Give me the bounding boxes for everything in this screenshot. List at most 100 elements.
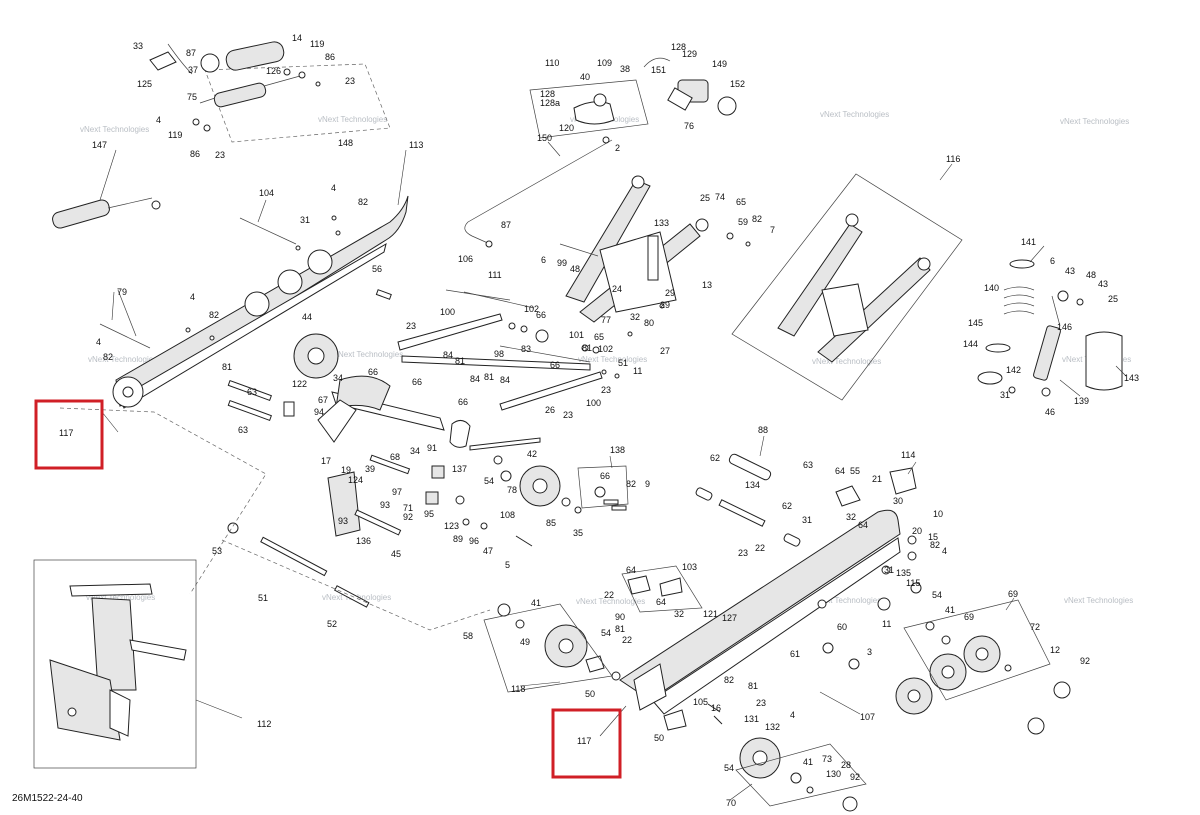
part-label[interactable]: 102 [524, 304, 539, 314]
part-label[interactable]: 4 [331, 183, 336, 193]
part-label[interactable]: 114 [901, 450, 915, 460]
part-label[interactable]: 110 [545, 58, 559, 68]
part-label[interactable]: 142 [1006, 365, 1021, 375]
part-label[interactable]: 82 [724, 675, 734, 685]
part-label[interactable]: 22 [604, 590, 614, 600]
part-label[interactable]: 19 [341, 465, 351, 475]
part-label[interactable]: 147 [92, 140, 107, 150]
part-label[interactable]: 53 [212, 546, 222, 556]
part-label[interactable]: 87 [186, 48, 196, 58]
part-label[interactable]: 15 [928, 532, 938, 542]
part-label[interactable]: 85 [546, 518, 556, 528]
part-label[interactable]: 81 [615, 624, 625, 634]
part-label[interactable]: 113 [409, 140, 423, 150]
part-label[interactable]: 35 [573, 528, 583, 538]
part-label[interactable]: 50 [585, 689, 595, 699]
part-label[interactable]: 149 [712, 59, 727, 69]
part-label[interactable]: 69 [964, 612, 974, 622]
part-label[interactable]: 99 [557, 258, 567, 268]
part-label[interactable]: 65 [594, 332, 604, 342]
part-label[interactable]: 30 [893, 496, 903, 506]
part-label[interactable]: 23 [756, 698, 766, 708]
part-label[interactable]: 129 [682, 49, 697, 59]
part-label[interactable]: 54 [932, 590, 942, 600]
part-label[interactable]: 45 [391, 549, 401, 559]
part-label[interactable]: 82 [209, 310, 219, 320]
part-label[interactable]: 66 [536, 310, 546, 320]
part-label[interactable]: 67 [318, 395, 328, 405]
part-label[interactable]: 10 [933, 509, 943, 519]
part-label[interactable]: 26 [545, 405, 555, 415]
part-label[interactable]: 100 [586, 398, 601, 408]
part-label[interactable]: 54 [601, 628, 611, 638]
part-label[interactable]: 48 [570, 264, 580, 274]
part-label[interactable]: 138 [610, 445, 625, 455]
part-label[interactable]: 100 [440, 307, 455, 317]
highlight-box-117-right[interactable] [551, 708, 622, 779]
part-label[interactable]: 108 [500, 510, 515, 520]
part-label[interactable]: 102 [598, 344, 613, 354]
part-label[interactable]: 6 [541, 255, 546, 265]
part-label[interactable]: 148 [338, 138, 353, 148]
part-label[interactable]: 65 [736, 197, 746, 207]
part-label[interactable]: 55 [850, 466, 860, 476]
part-label[interactable]: 31 [802, 515, 812, 525]
part-label[interactable]: 63 [247, 387, 257, 397]
part-label[interactable]: 4 [190, 292, 195, 302]
part-label[interactable]: 52 [327, 619, 337, 629]
part-label[interactable]: 133 [654, 218, 669, 228]
part-label[interactable]: 72 [1030, 622, 1040, 632]
part-label[interactable]: 62 [710, 453, 720, 463]
part-label[interactable]: 86 [325, 52, 335, 62]
part-label[interactable]: 4 [790, 710, 795, 720]
part-label[interactable]: 46 [1045, 407, 1055, 417]
part-label[interactable]: 82 [752, 214, 762, 224]
part-label[interactable]: 68 [390, 452, 400, 462]
highlight-label[interactable]: 117 [577, 736, 591, 746]
part-label[interactable]: 135 [896, 568, 911, 578]
part-label[interactable]: 134 [745, 480, 760, 490]
part-label[interactable]: 84 [470, 374, 480, 384]
part-label[interactable]: 75 [187, 92, 197, 102]
part-label[interactable]: 31 [884, 565, 894, 575]
part-label[interactable]: 63 [238, 425, 248, 435]
part-label[interactable]: 11 [633, 366, 642, 376]
part-label[interactable]: 33 [133, 41, 143, 51]
part-label[interactable]: 124 [348, 475, 363, 485]
part-label[interactable]: 93 [380, 500, 390, 510]
part-label[interactable]: 51 [258, 593, 268, 603]
part-label[interactable]: 58 [463, 631, 473, 641]
part-label[interactable]: 63 [803, 460, 813, 470]
part-label[interactable]: 132 [765, 722, 780, 732]
part-label[interactable]: 24 [612, 284, 622, 294]
part-label[interactable]: 98 [494, 349, 504, 359]
part-label[interactable]: 12 [1050, 645, 1060, 655]
part-label[interactable]: 56 [372, 264, 382, 274]
highlight-label[interactable]: 117 [59, 428, 73, 438]
part-label[interactable]: 7 [770, 225, 775, 235]
part-label[interactable]: 54 [484, 476, 494, 486]
part-label[interactable]: 82 [626, 479, 636, 489]
part-label[interactable]: 79 [117, 287, 127, 297]
part-label[interactable]: 4 [156, 115, 161, 125]
part-label[interactable]: 16 [711, 703, 721, 713]
part-label[interactable]: 41 [531, 598, 541, 608]
part-label[interactable]: 128 [671, 42, 686, 52]
part-label[interactable]: 126 [266, 66, 281, 76]
part-label[interactable]: 91 [427, 443, 437, 453]
part-label[interactable]: 151 [651, 65, 666, 75]
part-label[interactable]: 32 [630, 312, 640, 322]
part-label[interactable]: 115 [906, 578, 920, 588]
part-label[interactable]: 143 [1124, 373, 1139, 383]
part-label[interactable]: 13 [702, 280, 712, 290]
part-label[interactable]: 22 [622, 635, 632, 645]
part-label[interactable]: 69 [1008, 589, 1018, 599]
part-label[interactable]: 43 [1065, 266, 1075, 276]
part-label[interactable]: 125 [137, 79, 152, 89]
part-label[interactable]: 95 [424, 509, 434, 519]
part-label[interactable]: 25 [1108, 294, 1118, 304]
part-label[interactable]: 140 [984, 283, 999, 293]
part-label[interactable]: 116 [946, 154, 960, 164]
part-label[interactable]: 96 [469, 536, 479, 546]
part-label[interactable]: 66 [412, 377, 422, 387]
